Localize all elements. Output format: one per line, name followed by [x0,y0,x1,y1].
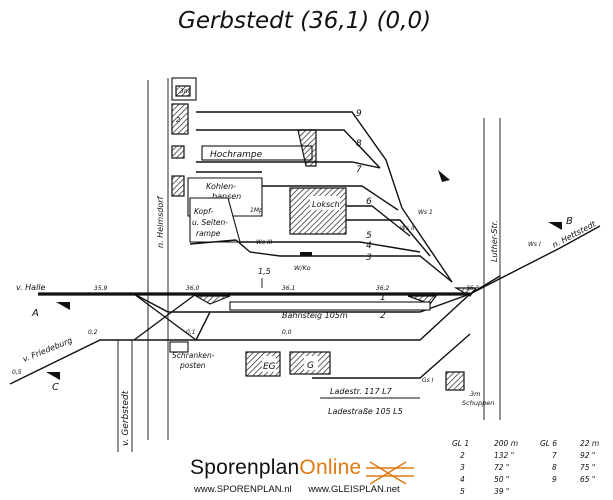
label-mp: 1Mp [250,207,263,214]
logo-brand: SporenplanOnline [190,456,361,480]
box-label-2: 2 [176,116,181,124]
len-right-1-gl: 7 [552,451,557,460]
label-v-gerbstedt: v. Gerbstedt [121,390,131,446]
len-left-2-m: 72 " [494,463,509,472]
len-right-3-gl: 9 [552,475,557,484]
km-36-3: 36,3 [466,285,480,292]
label-ladestr-1: Ladestr. 117 L7 [330,387,393,396]
label-schrankenposten: Schranken-posten [172,351,215,370]
signal-a: A [31,308,39,319]
len-left-4-m: 39 " [494,487,509,496]
km-36-1: 36,1 [282,285,295,292]
track-number-9: 9 [356,109,362,119]
switch-ws-2: Ws II [400,225,415,232]
len-right-1-m: 92 " [580,451,595,460]
bahnsteig [229,301,431,311]
km-0-2: 0,2 [88,329,98,336]
len-right-3-m: 65 " [580,475,595,484]
len-right-0-m: 22 m [580,439,599,448]
schuppen [445,371,465,391]
signal-b: B [566,216,573,227]
km-35-9: 35,9 [94,285,108,292]
switch-ws-1: Ws 1 [418,209,433,216]
label-1-5: 1,5 [258,267,271,276]
logo-brand-a: Sporenplan [190,456,300,479]
label-g: G [307,361,314,371]
schrankenposten [169,341,189,353]
track-number-8: 8 [356,139,362,149]
signal-c: C [52,382,59,393]
len-right-0-gl: GL 6 [540,439,557,448]
len-left-4-gl: 5 [460,487,465,496]
km-0-1: 0,1 [186,329,196,336]
plan-title: Gerbstedt (36,1) (0,0) [178,8,431,34]
label-lokschuppen: Loksch [312,200,340,209]
switch-ws-i: Ws I [528,241,541,248]
label-v-friedeburg: v. Friedeburg [21,336,73,364]
len-left-0-gl: GL 1 [452,439,469,448]
label-v-halle: v. Halle [16,283,46,292]
label-wk: W/Ko [294,264,311,272]
len-left-2-gl: 3 [460,463,465,472]
switch-ws-3: Ws III [256,239,273,246]
track-number-4: 4 [366,241,372,251]
km-36-0: 36,0 [186,285,200,292]
km-0-0: 0,0 [282,329,292,336]
box-label-3m: 3m [180,88,190,95]
logo-url-sporenplan[interactable]: www.SPORENPLAN.nl [194,484,292,495]
logo-brand-b: Online [299,456,362,479]
label-n-helmsdorf: n. Helmsdorf [156,195,165,248]
len-left-3-m: 50 " [494,475,509,484]
sporenplan-logo: SporenplanOnline www.SPORENPLAN.nl www.G… [186,456,426,500]
label-hochrampe: Hochrampe [210,150,263,160]
building-2 [171,103,189,135]
logo-url-gleisplan[interactable]: www.GLEISPLAN.net [308,484,400,495]
km-0-5: 0,5 [12,369,22,376]
track-number-6: 6 [366,197,372,207]
label-kopf-seitenrampe: Kopf-u. Seiten-rampe [192,207,228,238]
track-number-7: 7 [356,165,362,175]
track-number-3: 3 [366,253,372,263]
track-number-2: 2 [380,311,386,321]
len-left-3-gl: 4 [460,475,465,484]
len-right-2-gl: 8 [552,463,557,472]
km-36-2: 36,2 [376,285,390,292]
label-eg: EG [263,362,276,372]
logo-rail-icon [366,461,414,485]
switch-gs-i: Gs I [422,377,434,384]
track-length-table: GL 1 200 m 2 132 " 3 72 " 4 50 " 5 39 " … [452,439,599,496]
label-kohlenbansen: Kohlen-bansen [206,182,241,201]
len-left-1-m: 132 " [494,451,514,460]
len-right-2-m: 75 " [580,463,595,472]
track-number-5: 5 [366,231,372,241]
len-left-0-m: 200 m [494,439,518,448]
len-left-1-gl: 2 [460,451,465,460]
track-number-1: 1 [380,293,386,303]
logo-urls: www.SPORENPLAN.nl www.GLEISPLAN.net [194,484,400,495]
lokschuppen [289,187,347,235]
label-bahnsteig: Bahnsteig 105m [282,311,348,320]
label-ladestrasse: Ladestraße 105 L5 [328,407,403,416]
label-luther-str: Luther-Str. [490,220,499,262]
